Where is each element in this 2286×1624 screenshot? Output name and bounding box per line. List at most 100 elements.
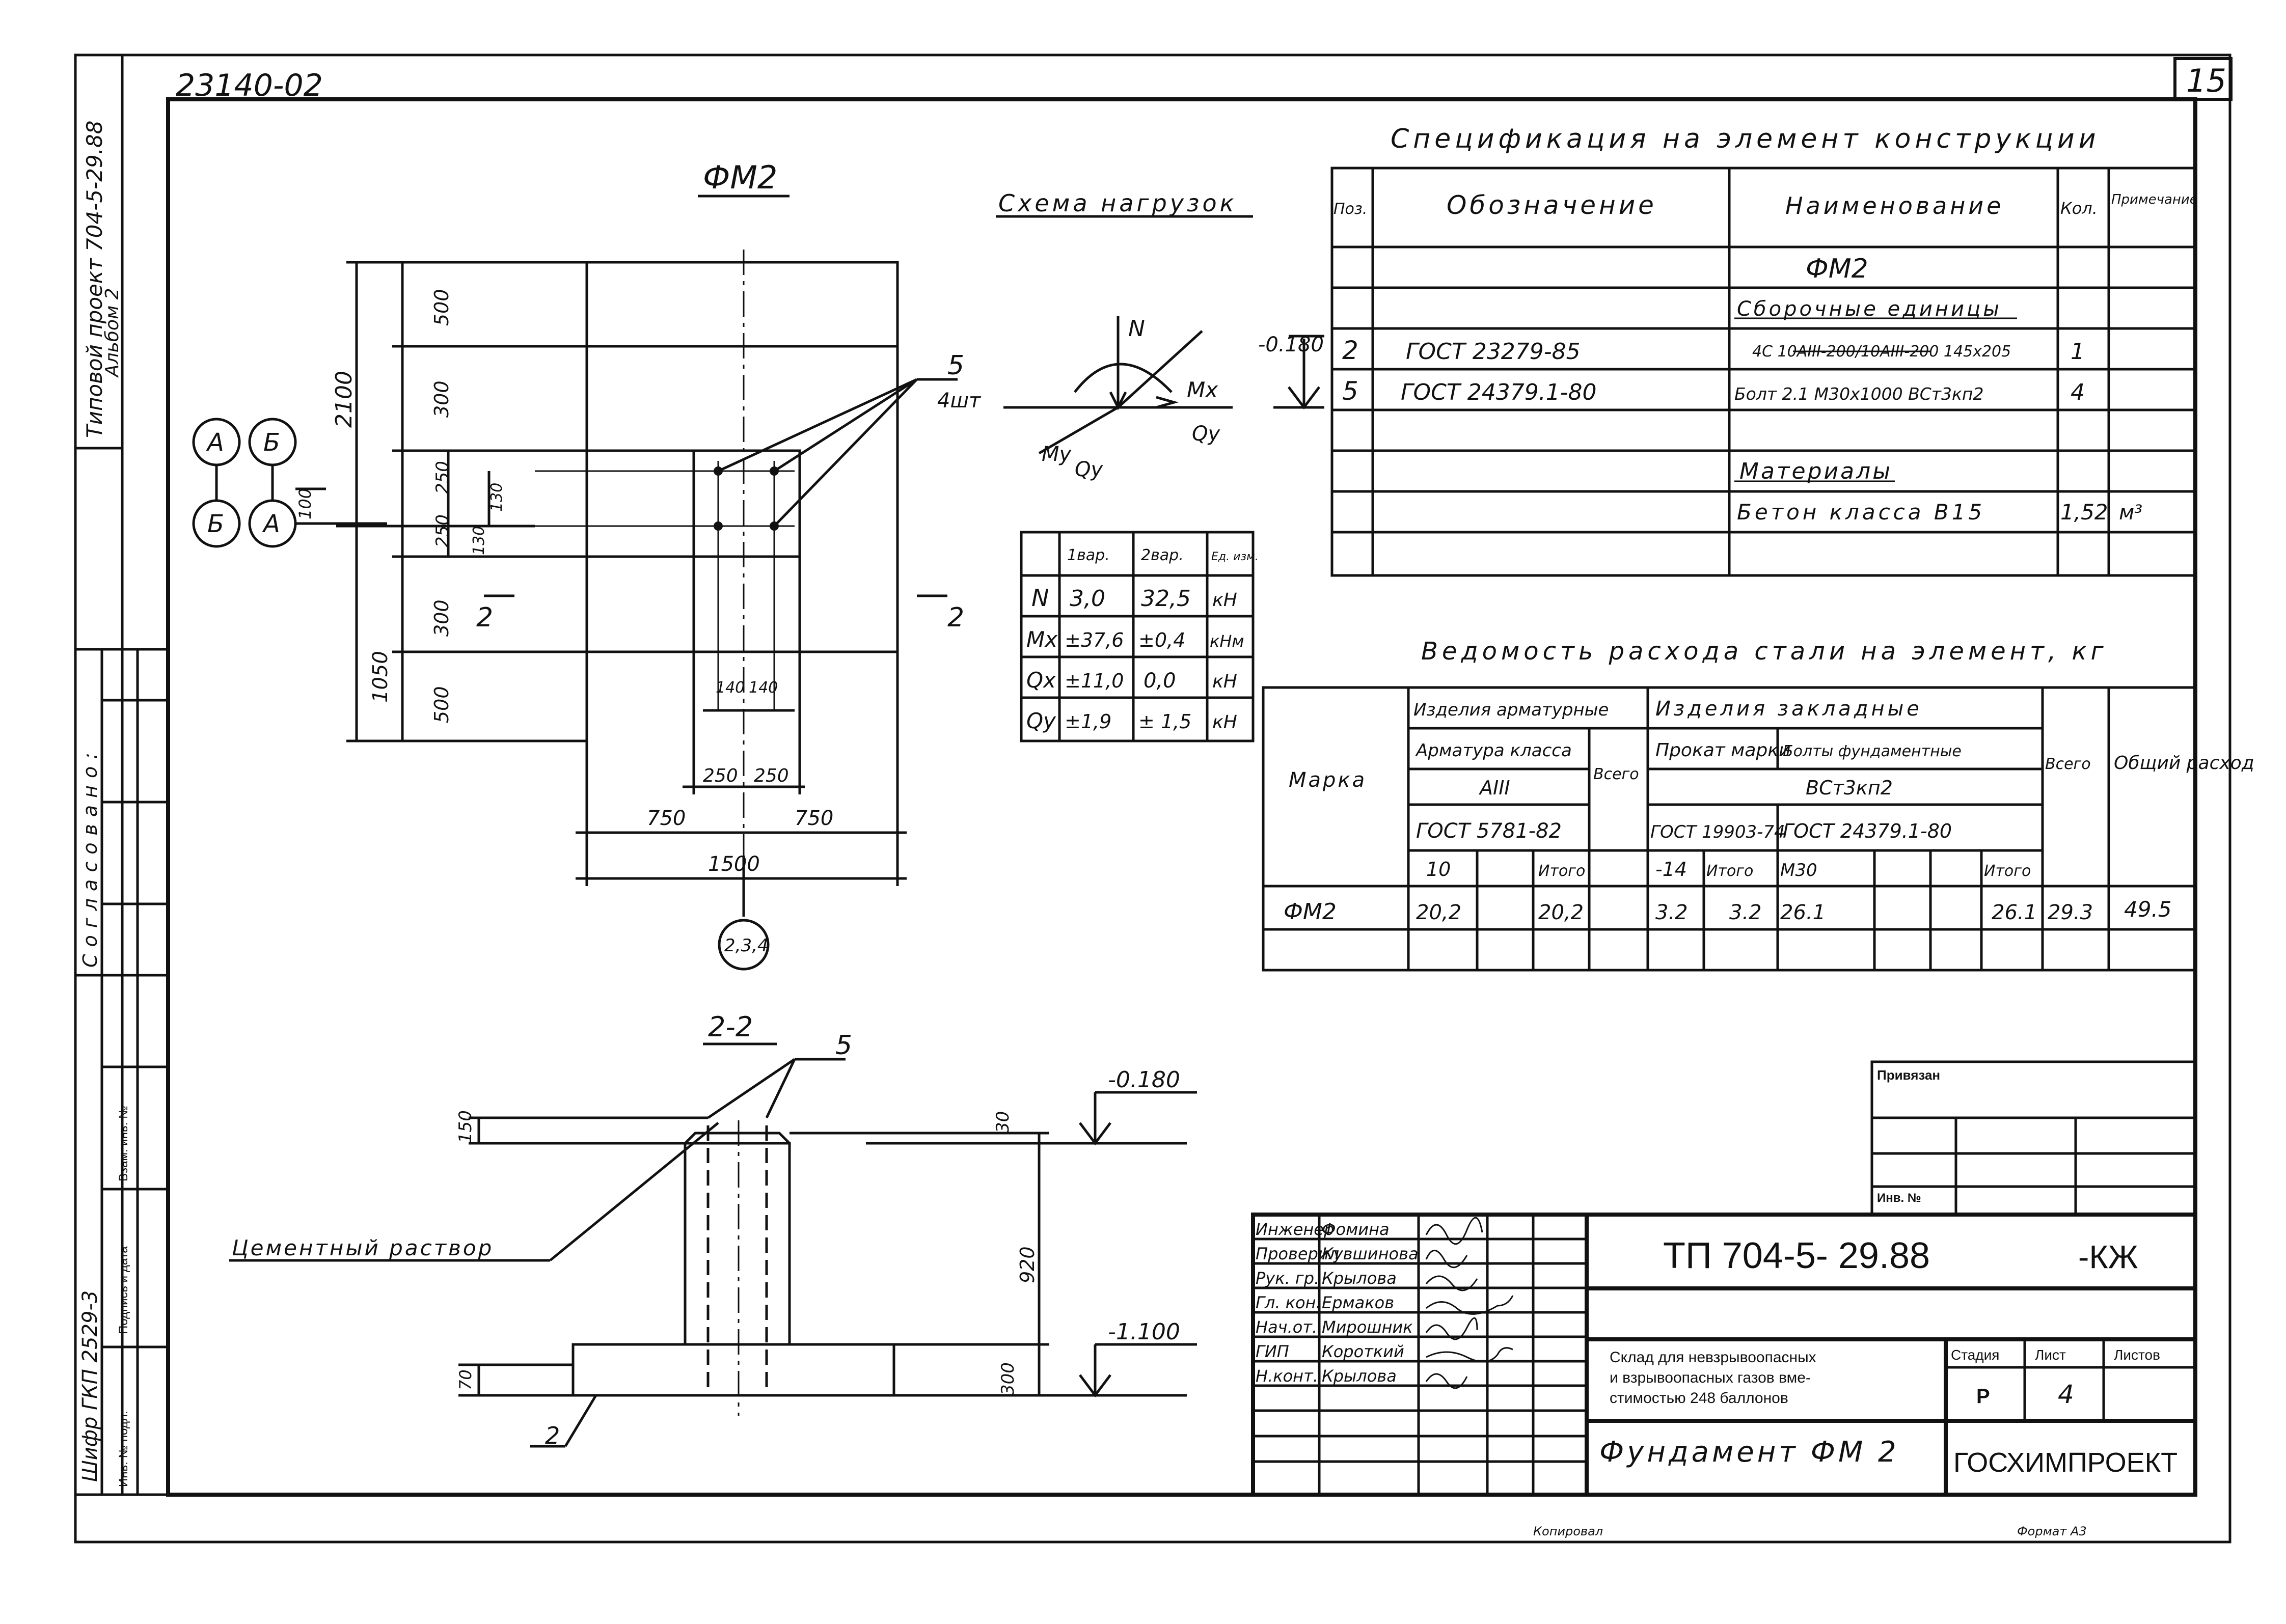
dim-2100: 2100: [331, 371, 357, 428]
side-project-title: Типовой проект 704-5-29.88: [82, 121, 107, 438]
lt-r1-c2: ±0,4: [1138, 629, 1185, 651]
steel-h-total-arm: Всего: [1593, 765, 1639, 783]
spec-h-designation: Обозначение: [1447, 190, 1657, 220]
spec-r0-qty: 1: [2071, 339, 2085, 365]
stamp-org: ГОСХИМПРОЕКТ: [1953, 1447, 2178, 1478]
plan-title: ФМ2: [703, 159, 777, 196]
lt-r2-c0: Qx: [1026, 668, 1056, 693]
steel-row-itogo-bolts: 26.1: [1992, 901, 2037, 924]
load-My: My: [1042, 443, 1072, 466]
load-level: -0.180: [1258, 333, 1324, 356]
steel-h-itogo-arm: Итого: [1538, 862, 1585, 880]
spec-material-qty: 1,52: [2060, 500, 2108, 525]
column-pedestal: [684, 1142, 791, 1346]
section-callout-5: 5: [835, 1030, 852, 1061]
stamp-name-3: Ермаков: [1322, 1293, 1394, 1312]
lt-r0-c3: кН: [1212, 590, 1237, 611]
lt-h-var1: 1вар.: [1067, 546, 1110, 564]
steel-row-m30: 26.1: [1780, 901, 1826, 924]
lt-r0-c1: 3,0: [1070, 586, 1105, 612]
stamp-role-2: Рук. гр.: [1256, 1269, 1319, 1288]
stamp-mark: -КЖ: [2078, 1238, 2138, 1275]
stamp-name-5: Короткий: [1322, 1342, 1404, 1361]
steel-row-marka: ФМ2: [1284, 899, 1337, 925]
stamp-stage-h: Стадия: [1951, 1347, 1999, 1363]
spec-material-name: Бетон класса В15: [1737, 500, 1985, 525]
spec-r0-name: 4С 10АIII-200/10АIII-200 145х205: [1752, 343, 2011, 361]
steel-h-grand: Общий расход: [2114, 753, 2254, 774]
lt-h-unit: Ед. изм.: [1211, 550, 1259, 563]
steel-h-gost-prokat: ГОСТ 19903-74: [1650, 822, 1785, 842]
section-title: 2-2: [708, 1011, 753, 1043]
steel-table: Ведомость расхода стали на элемент, кг: [1262, 637, 2254, 972]
stamp-role-4: Нач.от.: [1256, 1317, 1317, 1337]
stamp-bound: Привязан: [1877, 1067, 1940, 1083]
steel-h-vst: ВСт3кп2: [1806, 777, 1893, 799]
steel-h-marka: Марка: [1289, 768, 1367, 792]
title-block: Привязан Инв. № ТП 704-5- 29.88 -КЖ Инже…: [1251, 1060, 2197, 1497]
dim-750-left: 750: [647, 807, 686, 830]
spec-r0-pos: 2: [1342, 336, 1358, 365]
footer-copied: Копировал: [1533, 1524, 1603, 1538]
spec-h-qty: Кол.: [2060, 199, 2098, 218]
steel-h-itogo-prokat: Итого: [1706, 862, 1753, 880]
section-callout-2: 2: [545, 1422, 560, 1449]
section-mark-right: 2: [947, 602, 964, 633]
dim-100: 100: [295, 488, 315, 519]
spec-table: Спецификация на элемент конструкции Поз.…: [1330, 124, 2198, 577]
axis-a-top: А: [206, 428, 224, 457]
lt-h-var2: 2вар.: [1141, 546, 1184, 564]
plan-callout-qty: 4шт: [937, 389, 982, 412]
axis-ref: 2,3,4: [724, 935, 769, 956]
spec-r1-qty: 4: [2071, 379, 2085, 405]
spec-r1-pos: 5: [1342, 376, 1358, 406]
spec-material-unit: м³: [2119, 501, 2142, 525]
steel-row-itogo-prokat: 3.2: [1729, 901, 1762, 924]
steel-row-grand: 49.5: [2124, 897, 2172, 922]
lt-r2-c1: ±11,0: [1065, 670, 1124, 692]
side-album: Альбом 2: [102, 288, 123, 378]
spec-title: Спецификация на элемент конструкции: [1391, 124, 2100, 154]
steel-row-itogo-arm: 20,2: [1538, 901, 1584, 924]
stamp-inv: Инв. №: [1877, 1191, 1921, 1205]
spec-h-note: Примечание: [2111, 192, 2198, 207]
steel-h-embed: Изделия закладные: [1655, 697, 1922, 721]
lt-r2-c2: 0,0: [1144, 669, 1176, 693]
outer-frame: [74, 53, 2231, 1544]
plan-callout-5: 5: [947, 350, 964, 381]
spec-h-name: Наименование: [1785, 192, 2004, 219]
load-scheme-title: Схема нагрузок: [998, 189, 1237, 217]
lt-r0-c2: 32,5: [1141, 586, 1191, 612]
dim-500-bottom: 500: [430, 686, 453, 723]
steel-h-10: 10: [1426, 858, 1451, 880]
spec-r1-designation: ГОСТ 24379.1-80: [1401, 379, 1597, 405]
sheet-number: 15: [2186, 62, 2226, 99]
steel-h-arm-class: Арматура класса: [1415, 740, 1572, 761]
spec-r1-name: Болт 2.1 М30х1000 ВСт3кп2: [1734, 384, 1983, 404]
spec-group-title: ФМ2: [1806, 254, 1868, 284]
spec-subgroup-2: Материалы: [1739, 458, 1892, 484]
steel-h-bolts: Болты фундаментные: [1783, 742, 1962, 760]
steel-h-itogo-bolts: Итого: [1984, 862, 2031, 880]
dim-250-right: 250: [754, 765, 789, 786]
level-top: -0.180: [1108, 1067, 1180, 1093]
column-outline: [692, 449, 801, 558]
level-bottom: -1.100: [1108, 1319, 1180, 1345]
lt-r2-c3: кН: [1212, 671, 1237, 692]
plan-view: ФМ2: [192, 159, 982, 971]
footer-format: Формат А3: [2017, 1524, 2087, 1538]
steel-h-gost-bolts: ГОСТ 24379.1-80: [1783, 820, 1952, 842]
stamp-name-1: Кувшинова: [1322, 1244, 1419, 1263]
lt-r1-c1: ±37,6: [1065, 629, 1124, 651]
stamp-sheets-h: Листов: [2114, 1347, 2160, 1363]
side-agreed: Согласовано:: [79, 746, 101, 968]
stamp-desc-2: стимостью 248 баллонов: [1610, 1390, 1788, 1407]
lt-r3-c1: ±1,9: [1065, 710, 1111, 733]
dim-300-top: 300: [430, 380, 453, 418]
side-sign-date: Подпись и дата: [117, 1246, 130, 1334]
stamp-role-5: ГИП: [1256, 1342, 1289, 1361]
axis-a-bottom: А: [262, 510, 280, 538]
stamp-desc-0: Склад для невзрывоопасных: [1610, 1349, 1816, 1366]
dim-130-a: 130: [488, 483, 506, 512]
dim-30: 30: [993, 1111, 1013, 1133]
